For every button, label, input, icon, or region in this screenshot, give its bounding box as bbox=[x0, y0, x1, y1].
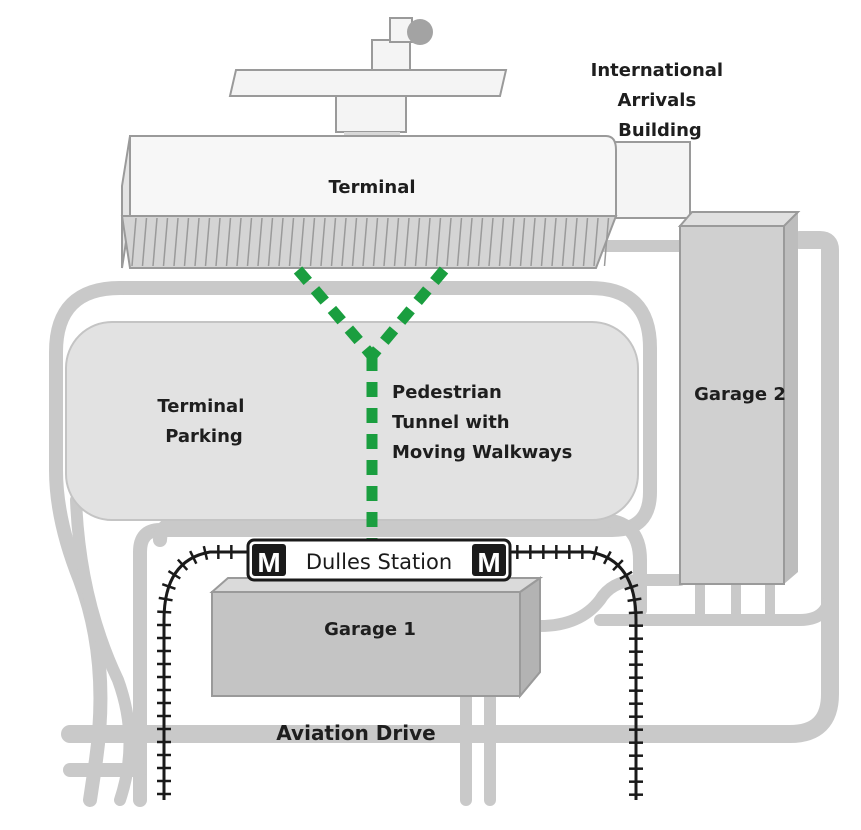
tunnel-branch-left bbox=[293, 266, 377, 360]
colonnade-line bbox=[467, 217, 473, 267]
track-tie bbox=[158, 596, 173, 602]
track-tie bbox=[592, 546, 599, 561]
aviation-drive-label: Aviation Drive bbox=[276, 721, 435, 745]
colonnade-line bbox=[603, 217, 610, 267]
colonnade-line bbox=[288, 217, 295, 267]
garage2-ramp-road bbox=[594, 584, 836, 626]
colonnade-line bbox=[519, 217, 526, 267]
track-tie bbox=[157, 610, 172, 614]
terminal-loop-road bbox=[113, 281, 657, 807]
track-tie bbox=[176, 558, 189, 571]
garage-2-label: Garage 2 bbox=[694, 384, 786, 405]
terminal-parking-line-1: Terminal bbox=[157, 396, 244, 417]
colonnade-line bbox=[530, 217, 536, 267]
colonnade-line bbox=[372, 217, 379, 267]
colonnade-line bbox=[131, 217, 137, 267]
colonnade-line bbox=[320, 217, 326, 267]
track-tie bbox=[202, 545, 209, 561]
colonnade-line bbox=[425, 217, 431, 267]
outer-loop-road bbox=[49, 281, 127, 807]
colonnade-line bbox=[194, 217, 200, 267]
metro-mark-left: M bbox=[257, 547, 280, 578]
colonnade-line bbox=[183, 217, 190, 267]
international-arrivals-line-1: International bbox=[591, 60, 723, 81]
colonnade-line bbox=[498, 217, 505, 267]
colonnade-line bbox=[236, 217, 242, 267]
international-arrivals-label: International Arrivals Building bbox=[591, 60, 730, 141]
colonnade-line bbox=[593, 217, 599, 267]
dulles-station-sign: M M Dulles Station bbox=[246, 538, 512, 582]
colonnade-line bbox=[152, 217, 158, 267]
control-tower bbox=[228, 17, 508, 140]
pedestrian-tunnel-line-3: Moving Walkways bbox=[392, 442, 572, 463]
pedestrian-tunnel-line-2: Tunnel with bbox=[392, 412, 510, 433]
colonnade-line bbox=[561, 217, 568, 267]
international-arrivals-line-3: Building bbox=[618, 120, 702, 141]
colonnade-line bbox=[351, 217, 358, 267]
colonnade-line bbox=[341, 217, 347, 267]
track-tie bbox=[612, 559, 624, 572]
aviation-drive-road bbox=[61, 231, 839, 743]
track-tie bbox=[161, 582, 176, 591]
terminal-building bbox=[120, 135, 618, 269]
tunnel-branch-right bbox=[367, 266, 449, 360]
colonnade-line bbox=[456, 217, 463, 267]
terminal-parking-lot bbox=[65, 321, 639, 521]
metro-mark-right: M bbox=[477, 547, 500, 578]
colonnade-line bbox=[299, 217, 305, 267]
station-name: Dulles Station bbox=[306, 550, 452, 574]
colonnade-line bbox=[215, 217, 221, 267]
colonnade-line bbox=[435, 217, 442, 267]
metro-logo-left bbox=[252, 544, 286, 576]
colonnade-line bbox=[383, 217, 389, 267]
colonnade-line bbox=[309, 217, 316, 267]
colonnade-line bbox=[162, 217, 169, 267]
colonnade-line bbox=[267, 217, 274, 267]
garage-2 bbox=[677, 211, 801, 585]
colonnade-line bbox=[572, 217, 578, 267]
track-tie bbox=[628, 611, 643, 615]
colonnade-line bbox=[509, 217, 515, 267]
pedestrian-tunnel-label: Pedestrian Tunnel with Moving Walkways bbox=[392, 382, 572, 463]
track-tie bbox=[602, 550, 612, 565]
colonnade-line bbox=[446, 217, 452, 267]
colonnade-line bbox=[488, 217, 494, 267]
pedestrian-tunnel bbox=[293, 266, 449, 540]
track-tie bbox=[627, 597, 642, 603]
colonnade-line bbox=[540, 217, 547, 267]
colonnade-line bbox=[477, 217, 484, 267]
track-tie bbox=[167, 569, 181, 580]
colonnade-line bbox=[257, 217, 263, 267]
garage-1-label: Garage 1 bbox=[324, 619, 416, 640]
track-tie bbox=[189, 550, 198, 565]
metro-logo-right bbox=[472, 544, 506, 576]
colonnade-line bbox=[551, 217, 557, 267]
colonnade-line bbox=[582, 217, 589, 267]
terminal-parking-line-2: Parking bbox=[165, 426, 243, 447]
colonnade-line bbox=[246, 217, 253, 267]
colonnade-line bbox=[278, 217, 284, 267]
track-tie bbox=[619, 570, 633, 580]
colonnade-line bbox=[362, 217, 368, 267]
terminal-label: Terminal bbox=[328, 177, 415, 198]
colonnade-line bbox=[204, 217, 211, 267]
colonnade-line bbox=[141, 217, 148, 267]
colonnade-line bbox=[173, 217, 179, 267]
inner-loop-road bbox=[70, 494, 136, 806]
colonnade-line bbox=[404, 217, 410, 267]
colonnade-line bbox=[225, 217, 232, 267]
colonnade-line bbox=[393, 217, 400, 267]
terminal-parking-label: Terminal Parking bbox=[157, 396, 250, 447]
track-tie bbox=[624, 583, 639, 591]
colonnade-line bbox=[330, 217, 337, 267]
colonnade-line bbox=[414, 217, 421, 267]
pedestrian-tunnel-line-1: Pedestrian bbox=[392, 382, 502, 403]
international-arrivals-line-2: Arrivals bbox=[618, 90, 697, 111]
